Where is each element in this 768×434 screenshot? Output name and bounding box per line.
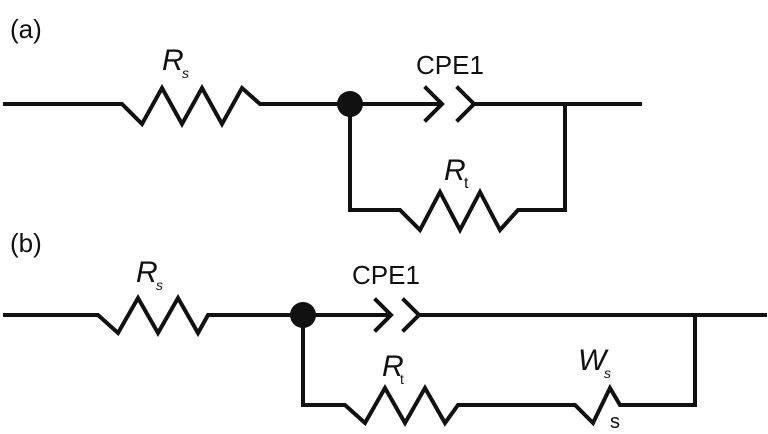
cpe-element-right-b (401, 297, 422, 333)
main-wire-b (3, 293, 305, 338)
rt-label-b: R (382, 350, 404, 383)
rs-sub-a: s (182, 65, 189, 81)
cpe-label-b: CPE1 (352, 260, 420, 290)
cpe-element-right-a (455, 85, 477, 123)
parallel-branch-a (348, 102, 567, 235)
cpe-element-left-a (423, 85, 445, 123)
rs-label-a: R (162, 44, 184, 77)
rt-sub-a: t (464, 175, 469, 192)
cpe-element-left-b (373, 297, 394, 333)
parallel-branch-b (301, 313, 697, 428)
main-wire-a (3, 83, 352, 129)
cpe-label-a: CPE1 (416, 50, 484, 80)
rs-sub-b: s (156, 277, 163, 293)
rt-sub-b: t (400, 371, 404, 387)
rt-label-a: R (444, 154, 466, 187)
panel-label-a: (a) (10, 14, 42, 44)
ws-sub-b: s (604, 365, 611, 381)
panel-label-b: (b) (10, 228, 42, 258)
ws-element-subscript-b: s (610, 411, 620, 433)
rs-label-b: R (136, 256, 158, 289)
ws-label-b: W (578, 344, 609, 377)
